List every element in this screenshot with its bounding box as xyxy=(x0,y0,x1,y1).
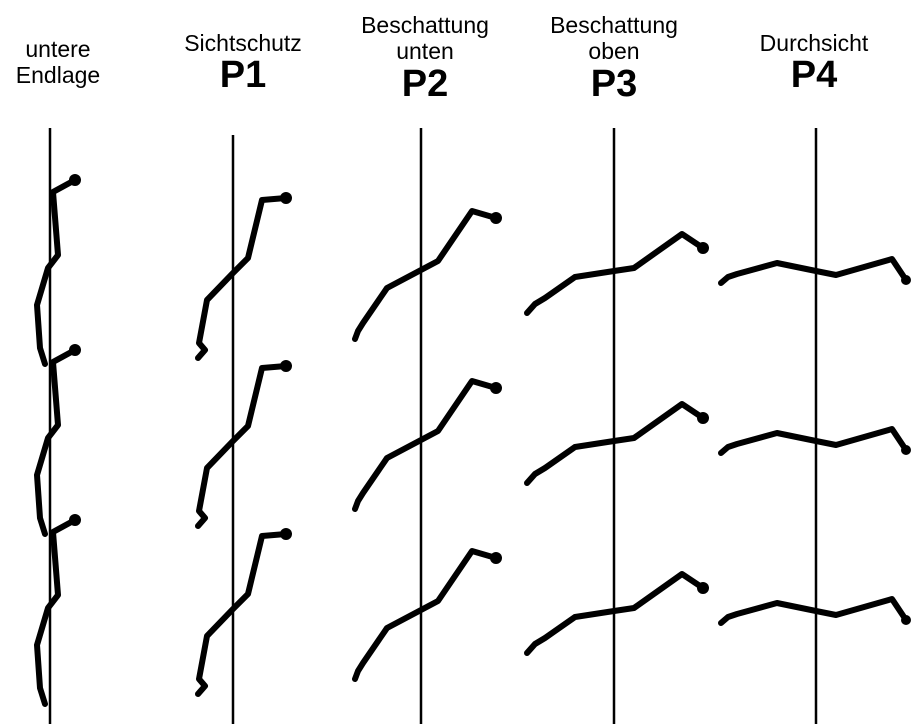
slat xyxy=(34,344,81,537)
slat-end-dot xyxy=(697,412,709,424)
slat xyxy=(524,231,709,316)
slat-end-dot xyxy=(901,445,911,455)
slat-end-dot xyxy=(901,275,911,285)
column-label-line-1: Durchsicht xyxy=(759,30,869,56)
column-header-p2: Beschattung unten P2 xyxy=(361,12,489,105)
slat-end-dot xyxy=(69,344,81,356)
slat xyxy=(195,192,292,361)
slat xyxy=(352,208,502,342)
slat xyxy=(718,256,911,286)
column-label-line-1: Sichtschutz xyxy=(184,30,302,56)
slat xyxy=(524,401,709,486)
slat xyxy=(352,548,502,682)
slat xyxy=(352,378,502,512)
slat-end-dot xyxy=(280,192,292,204)
column-label-line-2: Endlage xyxy=(15,62,101,89)
slat xyxy=(718,426,911,456)
position-label: P4 xyxy=(790,54,838,97)
column-header-p4: Durchsicht P4 xyxy=(760,30,869,96)
slat-end-dot xyxy=(697,582,709,594)
column-label-line-1: Beschattung xyxy=(550,12,678,38)
slat-end-dot xyxy=(697,242,709,254)
slat-end-dot xyxy=(280,528,292,540)
slat-group-p2 xyxy=(352,208,502,682)
slat-group-p3 xyxy=(524,231,709,656)
slat xyxy=(195,528,292,697)
column-label-line-2: oben xyxy=(588,38,640,65)
slat xyxy=(34,514,81,707)
slat-end-dot xyxy=(490,382,502,394)
slat-group-untere-endlage xyxy=(34,174,81,707)
slat-end-dot xyxy=(280,360,292,372)
slat-end-dot xyxy=(901,615,911,625)
column-header-p1: Sichtschutz P1 xyxy=(184,30,302,96)
slat-group-p1 xyxy=(195,192,292,697)
slat-group-p4 xyxy=(718,256,911,626)
position-label: P3 xyxy=(590,62,638,105)
slat-end-dot xyxy=(69,174,81,186)
slat xyxy=(718,596,911,626)
slat-end-dot xyxy=(490,552,502,564)
slat-end-dot xyxy=(490,212,502,224)
slat xyxy=(195,360,292,529)
slat xyxy=(524,571,709,656)
position-label: P2 xyxy=(401,62,449,105)
column-label-line-2: unten xyxy=(396,38,454,65)
slat xyxy=(34,174,81,367)
position-label: P1 xyxy=(219,54,267,97)
column-label-line-1: untere xyxy=(25,36,91,62)
column-label-line-1: Beschattung xyxy=(361,12,489,38)
column-header-untere-endlage: untere Endlage xyxy=(16,36,100,89)
column-header-p3: Beschattung oben P3 xyxy=(550,12,678,105)
slat-end-dot xyxy=(69,514,81,526)
